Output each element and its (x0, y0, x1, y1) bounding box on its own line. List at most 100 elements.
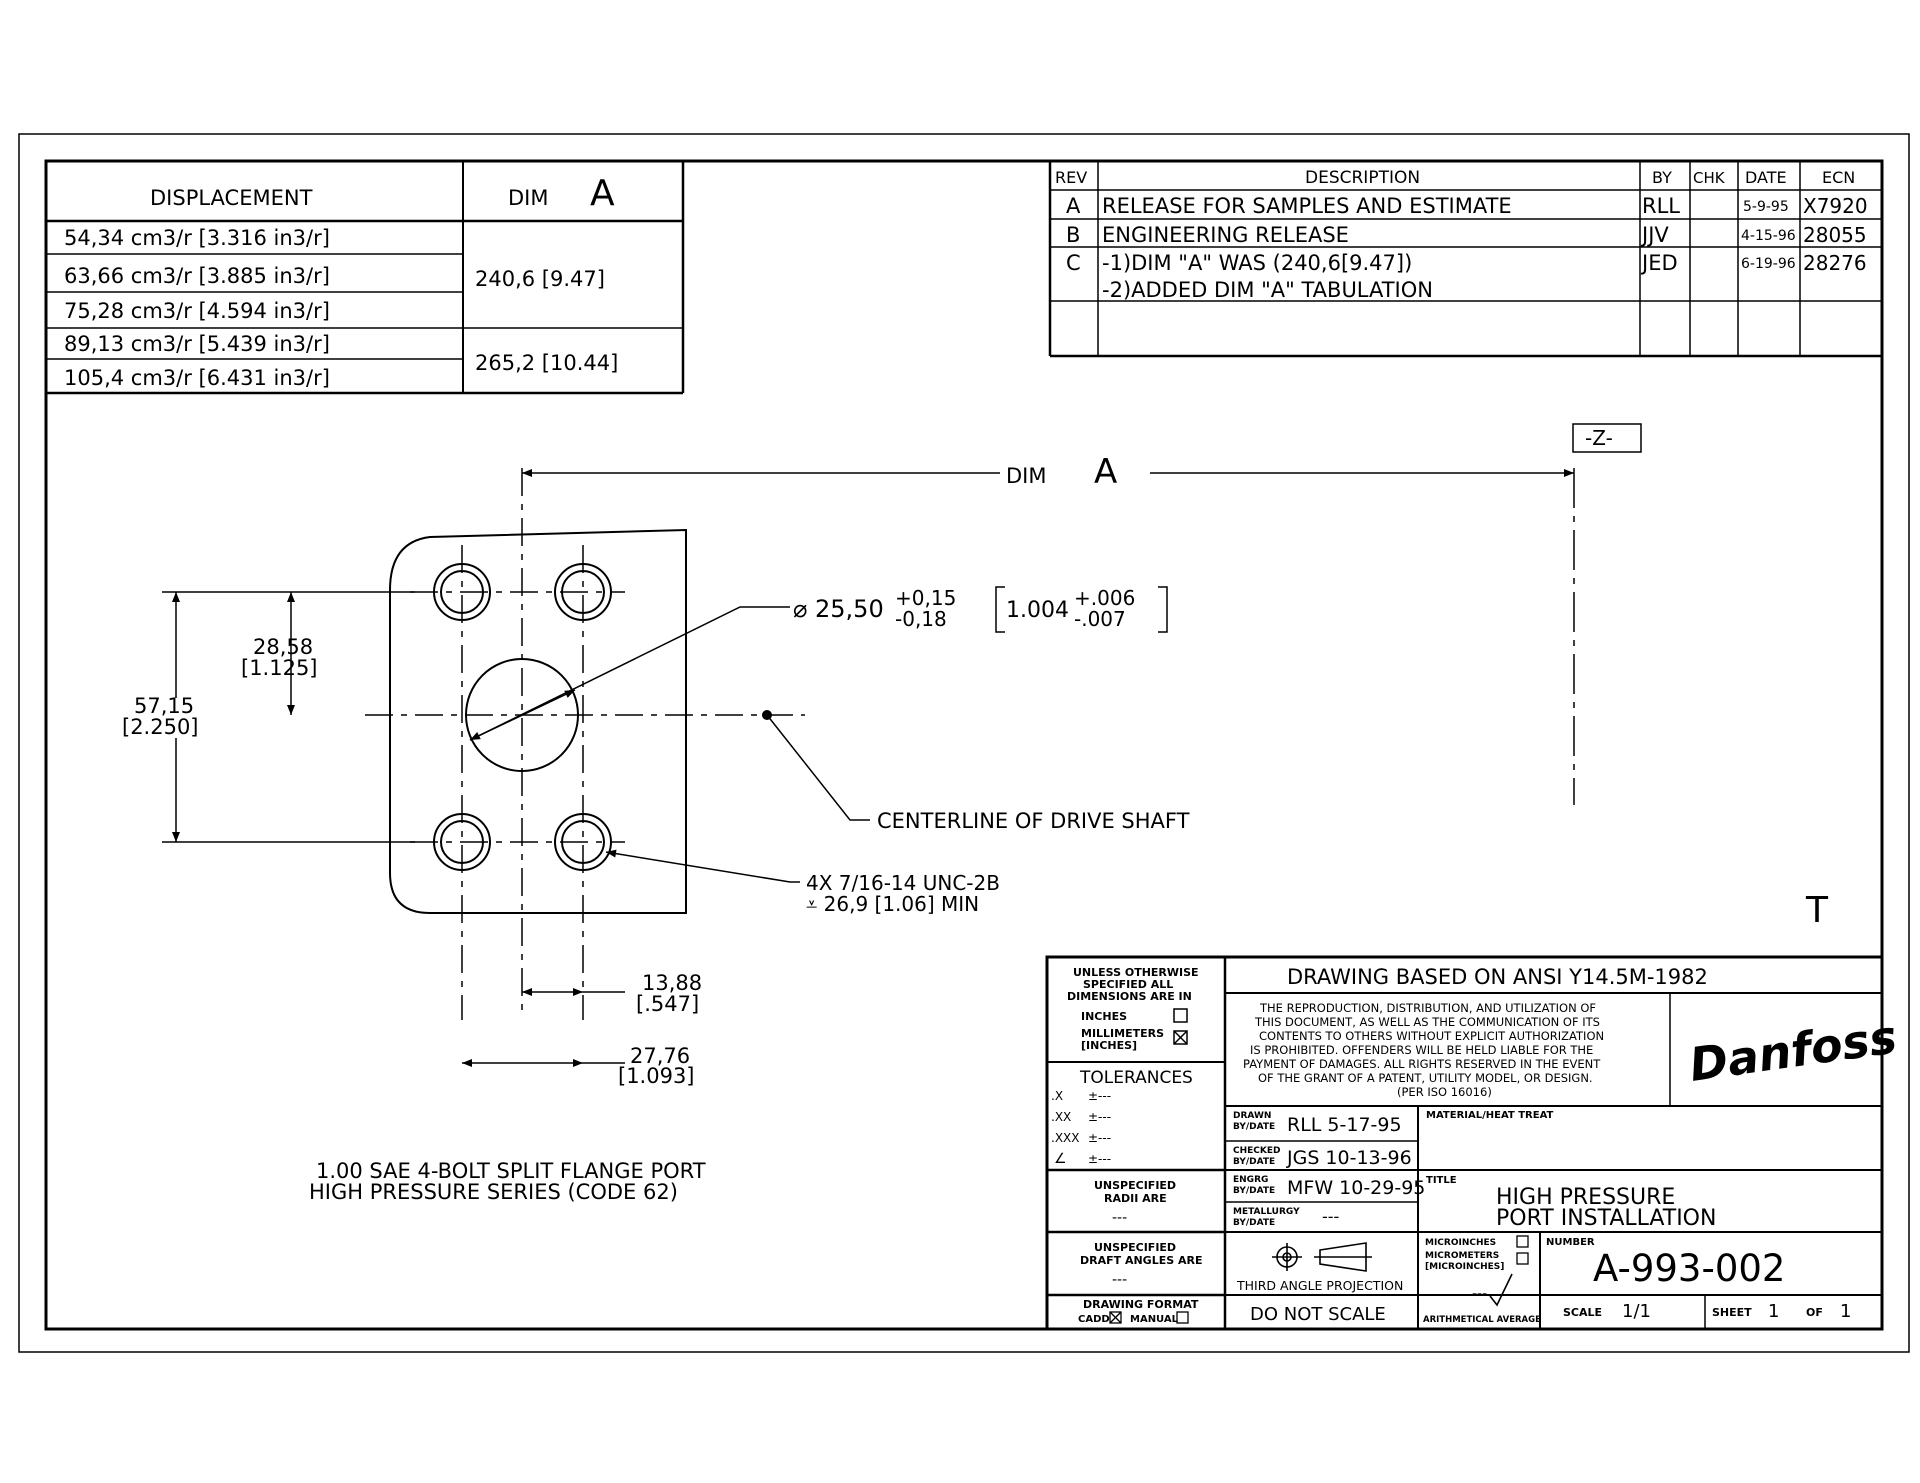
centerlines (365, 468, 1575, 1020)
micrometers-checkbox[interactable] (1516, 1252, 1529, 1265)
dim-27-mm: 27,76 (630, 1044, 690, 1068)
cadd-checkbox[interactable] (1109, 1311, 1122, 1324)
bore-inch-value: 1.004 (1006, 598, 1069, 623)
checked-label-1: CHECKED (1233, 1146, 1280, 1156)
tol-xxx-value: ±--- (1088, 1131, 1111, 1145)
thread-note-1: 4X 7/16-14 UNC-2B (806, 871, 1000, 895)
sheet-label: SHEET (1712, 1306, 1752, 1319)
by-header: BY (1652, 168, 1672, 187)
date-header: DATE (1745, 168, 1787, 187)
of-label: OF (1806, 1306, 1823, 1319)
bore-inch-minus: -.007 (1074, 607, 1126, 631)
bore-tol-minus: -0,18 (895, 607, 947, 631)
rev-description-line2: -2)ADDED DIM "A" TABULATION (1102, 278, 1433, 302)
engrg-value: MFW 10-29-95 (1287, 1177, 1425, 1199)
dim-value: 240,6 [9.47] (475, 267, 605, 291)
datum-z-box (1572, 423, 1642, 453)
drawn-value: RLL 5-17-95 (1287, 1114, 1402, 1136)
third-angle-projection-icon (1272, 1242, 1372, 1272)
rev-ecn: 28276 (1803, 251, 1867, 275)
datum-z-label: -Z- (1585, 426, 1613, 450)
tol-angle-label: ∠ (1054, 1151, 1067, 1167)
dim-a-letter: A (1094, 452, 1117, 492)
sheet-value: 1 (1768, 1301, 1779, 1322)
unless-line-2: SPECIFIED ALL (1083, 978, 1173, 991)
marker-t: T (1805, 890, 1829, 931)
title-line-1: HIGH PRESSURE (1496, 1185, 1675, 1210)
chk-header: CHK (1693, 169, 1726, 187)
legal-line: CONTENTS TO OTHERS WITHOUT EXPLICIT AUTH… (1259, 1029, 1604, 1043)
displacement-row: 105,4 cm3/r [6.431 in3/r] (64, 366, 330, 390)
engrg-label-1: ENGRG (1233, 1175, 1268, 1185)
rev-by: JED (1640, 251, 1678, 275)
legal-line: THE REPRODUCTION, DISTRIBUTION, AND UTIL… (1259, 1001, 1596, 1015)
rev-letter: A (1066, 194, 1081, 218)
legal-line: IS PROHIBITED. OFFENDERS WILL BE HELD LI… (1250, 1043, 1593, 1057)
rev-description: -1)DIM "A" WAS (240,6[9.47]) (1102, 251, 1412, 275)
micrometers-sub-label: [MICROINCHES] (1425, 1262, 1504, 1272)
legal-line: PAYMENT OF DAMAGES. ALL RIGHTS RESERVED … (1243, 1057, 1601, 1071)
bore-leader-extension (469, 689, 576, 741)
description-header: DESCRIPTION (1305, 168, 1420, 188)
tolerances-label: TOLERANCES (1079, 1068, 1193, 1088)
draft-value: --- (1112, 1272, 1127, 1288)
bore-inch-plus: +.006 (1074, 586, 1135, 610)
unless-line-1: UNLESS OTHERWISE (1073, 966, 1199, 979)
danfoss-logo: Danfoss (1686, 1009, 1900, 1091)
rev-letter: B (1066, 223, 1080, 247)
arithmetical-average-label: ARITHMETICAL AVERAGE (1423, 1315, 1541, 1325)
rev-header: REV (1055, 168, 1087, 187)
title-line-2: PORT INSTALLATION (1496, 1206, 1716, 1231)
of-value: 1 (1840, 1301, 1851, 1322)
engrg-label-2: BY/DATE (1233, 1186, 1275, 1196)
legal-line: OF THE GRANT OF A PATENT, UTILITY MODEL,… (1258, 1071, 1593, 1085)
millimeters-label: MILLIMETERS (1081, 1027, 1164, 1040)
thread-leader (605, 849, 800, 883)
roughness-value: --- (1472, 1286, 1487, 1302)
displacement-header: DISPLACEMENT (150, 186, 313, 210)
rev-by: JJV (1640, 223, 1669, 247)
drawing-frame (44, 159, 1884, 1331)
rev-ecn: X7920 (1803, 194, 1868, 218)
microinches-label: MICROINCHES (1425, 1238, 1496, 1248)
microinches-checkbox[interactable] (1516, 1235, 1529, 1248)
dim-value: 265,2 [10.44] (475, 351, 618, 375)
format-manual-label: MANUAL (1130, 1314, 1179, 1325)
displacement-row: 63,66 cm3/r [3.885 in3/r] (64, 264, 330, 288)
surface-finish-icon (1489, 1273, 1513, 1307)
draft-line-1: UNSPECIFIED (1094, 1241, 1176, 1254)
dim-28-mm: 28,58 (253, 635, 313, 659)
drawn-label-1: DRAWN (1233, 1111, 1271, 1121)
title-block-frame (1045, 955, 1884, 1331)
tol-x-value: ±--- (1088, 1089, 1111, 1103)
dim-57-in: [2.250] (122, 715, 199, 739)
dim-57-mm: 57,15 (134, 694, 194, 718)
millimeters-checkbox[interactable] (1173, 1030, 1188, 1045)
dim-28-in: [1.125] (241, 656, 318, 680)
dim-a-label: DIM (1006, 464, 1046, 488)
manual-checkbox[interactable] (1176, 1311, 1189, 1324)
legal-line: (PER ISO 16016) (1397, 1085, 1492, 1099)
bore-inch-bracket-right (1158, 586, 1168, 633)
metallurgy-value: --- (1322, 1207, 1339, 1226)
scale-label: SCALE (1563, 1306, 1602, 1319)
tol-xxx-label: .XXX (1051, 1131, 1079, 1145)
metallurgy-label-2: BY/DATE (1233, 1218, 1275, 1228)
tol-xx-value: ±--- (1088, 1110, 1111, 1124)
rev-description: ENGINEERING RELEASE (1102, 223, 1349, 247)
bore-dia-value: 25,50 (815, 595, 884, 623)
title-label: TITLE (1426, 1175, 1457, 1186)
tol-angle-value: ±--- (1088, 1152, 1111, 1166)
dim-13-mm: 13,88 (642, 971, 702, 995)
flange-outline (389, 528, 687, 914)
tol-x-label: .X (1051, 1089, 1063, 1103)
dim-header-letter: A (590, 173, 615, 214)
caption-line-1: 1.00 SAE 4-BOLT SPLIT FLANGE PORT (316, 1159, 706, 1183)
centerline-leader (766, 714, 870, 821)
outer-sheet-border (18, 133, 1910, 1353)
radii-value: --- (1112, 1210, 1127, 1226)
third-angle-label: THIRD ANGLE PROJECTION (1236, 1278, 1403, 1293)
inches-checkbox[interactable] (1173, 1008, 1188, 1023)
scale-value: 1/1 (1622, 1301, 1651, 1322)
